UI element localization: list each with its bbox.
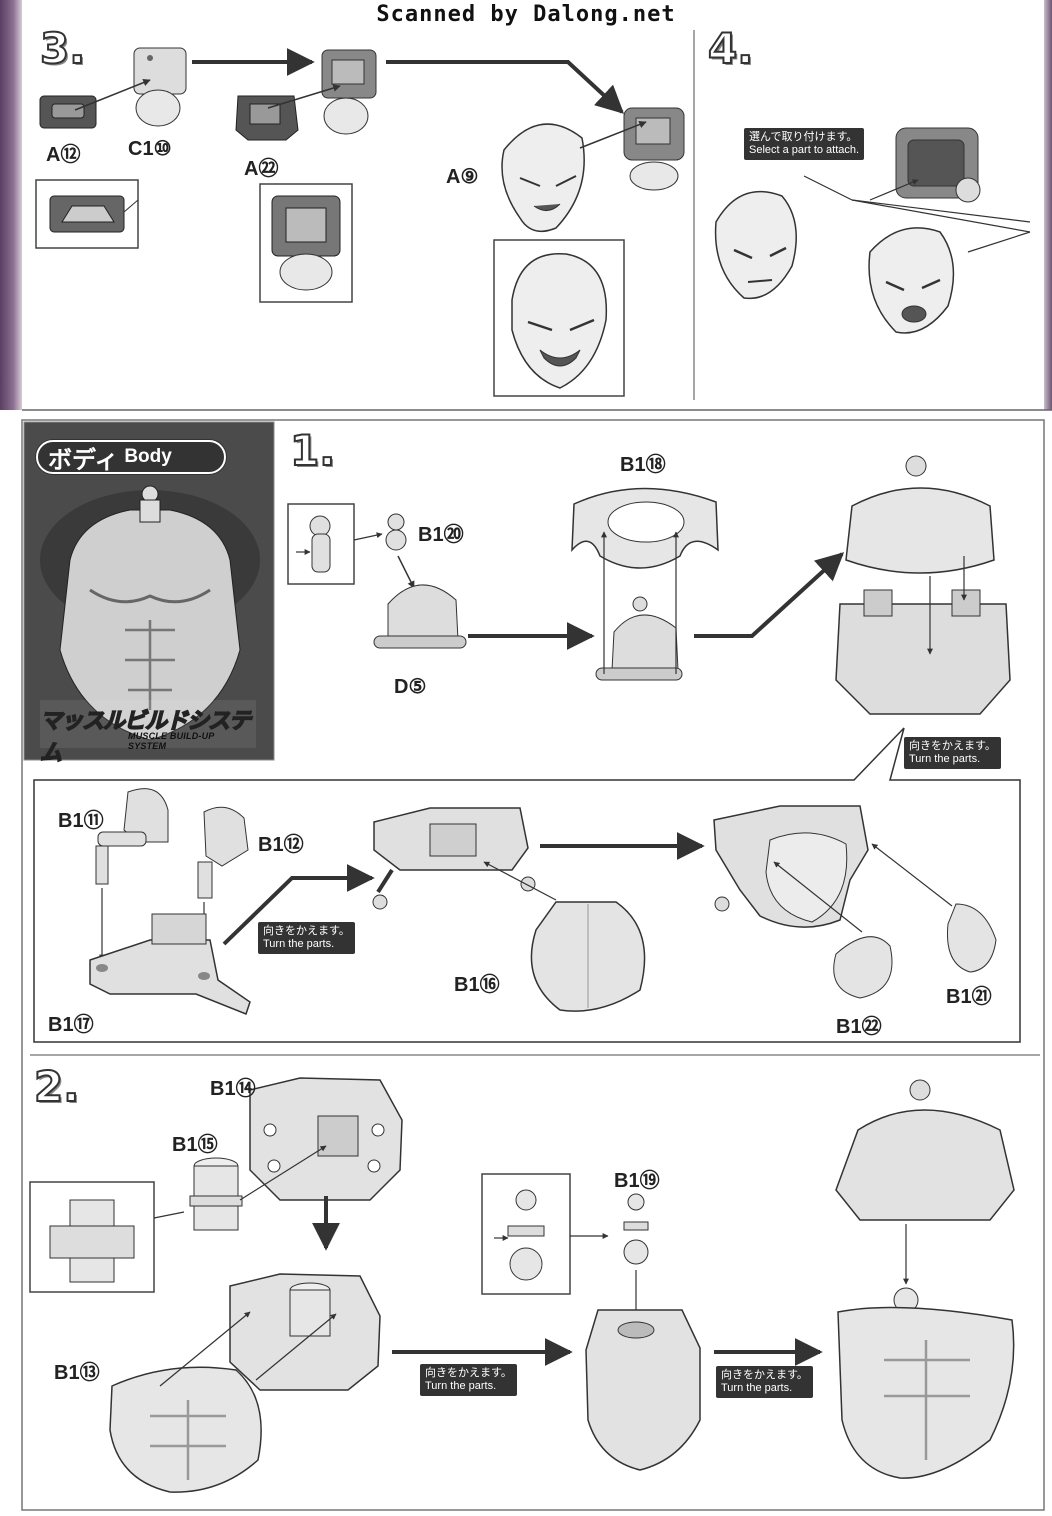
body-title-jp: ボディ	[48, 446, 119, 474]
part-label-b1-14: B1⑭	[210, 1078, 256, 1100]
part-label-b1-19: B1⑲	[614, 1170, 660, 1192]
turn-parts-callout-2: 向きをかえます。 Turn the parts.	[258, 922, 355, 954]
part-label-a22: A㉒	[244, 158, 279, 180]
select-part-callout: 選んで取り付けます。 Select a part to attach.	[744, 128, 865, 160]
part-label-b1-11: B1⑪	[58, 810, 104, 832]
scan-edge-right	[1044, 0, 1052, 410]
part-label-b1-16: B1⑯	[454, 974, 500, 996]
muscle-logo-jp: マッスルビルドシステム	[39, 707, 252, 766]
turn-parts-callout-3: 向きをかえます。 Turn the parts.	[420, 1364, 517, 1396]
step-2-number: 2.	[33, 1061, 80, 1112]
turn-parts-callout-1: 向きをかえます。 Turn the parts.	[904, 737, 1001, 769]
step-4-number: 4.	[707, 23, 754, 74]
part-label-b1-12: B1⑫	[258, 834, 304, 856]
part-label-a9: A⑨	[446, 166, 479, 188]
part-label-a12: A⑫	[46, 144, 81, 166]
scan-credit: Scanned by Dalong.net	[376, 2, 676, 27]
select-part-callout-en: Select a part to attach.	[749, 144, 860, 156]
part-label-b1-17: B1⑰	[48, 1014, 94, 1036]
step-3-number: 3.	[39, 23, 86, 74]
select-part-callout-jp: 選んで取り付けます。	[749, 131, 858, 143]
body-title-en: Body	[124, 446, 172, 467]
turn-parts-callout-4: 向きをかえます。 Turn the parts.	[716, 1366, 813, 1398]
part-label-b1-21: B1㉑	[946, 986, 992, 1008]
muscle-logo-en: MUSCLE BUILD-UP SYSTEM	[128, 731, 215, 751]
scan-edge-left	[0, 0, 22, 410]
part-label-c1-10: C1⑩	[128, 138, 172, 160]
muscle-build-up-logo: マッスルビルドシステム MUSCLE BUILD-UP SYSTEM	[39, 703, 254, 766]
part-label-b1-15: B1⑮	[172, 1134, 218, 1156]
part-label-d5: D⑤	[394, 676, 427, 698]
part-label-b1-13: B1⑬	[54, 1362, 100, 1384]
part-label-b1-22: B1㉒	[836, 1016, 882, 1038]
body-section-title: ボディ Body	[36, 440, 226, 474]
step-1-number: 1.	[289, 425, 336, 476]
part-label-b1-18: B1⑱	[620, 454, 666, 476]
part-label-b1-20: B1⑳	[418, 524, 464, 546]
